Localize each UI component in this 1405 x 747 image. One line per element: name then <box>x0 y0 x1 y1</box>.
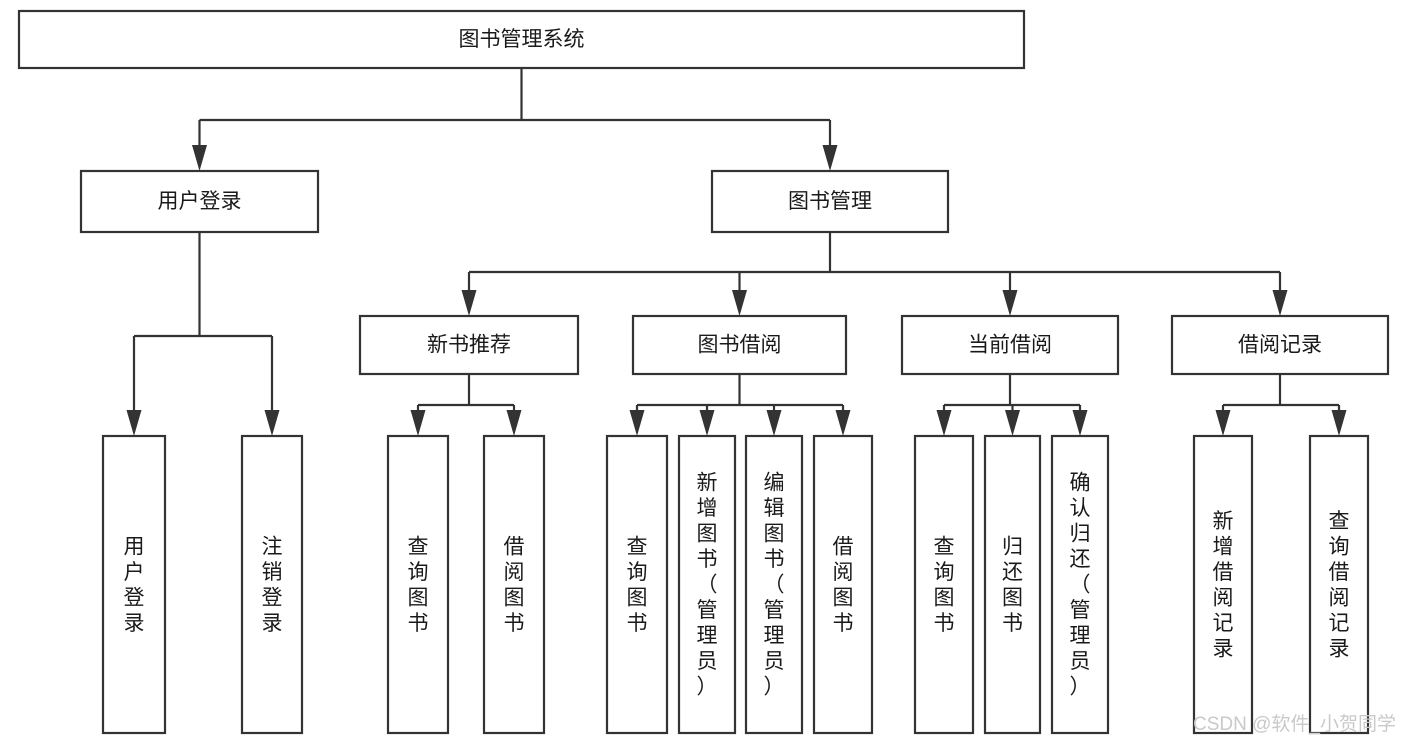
node-box-rect <box>913 434 975 735</box>
node-book-manage[interactable]: 图书管理 <box>710 169 950 234</box>
node-box-rect <box>900 314 1120 376</box>
node-leaf-query-record[interactable]: 查询借阅记录 <box>1308 434 1370 735</box>
node-leaf-borrow-book-1[interactable]: 借阅图书 <box>482 434 546 735</box>
node-label: 借阅图书 <box>504 535 525 635</box>
node-label: 确认归还（管理员） <box>1070 472 1091 699</box>
node-box-rect <box>240 434 304 735</box>
node-leaf-edit-book[interactable]: 编辑图书（管理员） <box>744 434 804 735</box>
arrow-head-icon <box>1002 290 1018 316</box>
node-label: 查询借阅记录 <box>1329 510 1350 661</box>
node-box-rect <box>812 434 874 735</box>
arrow-head-icon <box>1331 410 1347 436</box>
arrow-head-icon <box>1072 410 1088 436</box>
node-box-rect <box>631 314 848 376</box>
node-current-borrow[interactable]: 当前借阅 <box>900 314 1120 376</box>
arrow-head-icon <box>126 410 142 436</box>
arrow-head-icon <box>732 290 747 316</box>
arrow-head-icon <box>936 410 952 436</box>
node-label: 归还图书 <box>1002 535 1023 635</box>
node-label: 查询图书 <box>627 535 648 635</box>
node-leaf-confirm-return[interactable]: 确认归还（管理员） <box>1050 434 1110 735</box>
node-box-rect <box>1192 434 1254 735</box>
node-borrow-record[interactable]: 借阅记录 <box>1170 314 1390 376</box>
node-box-rect <box>677 434 737 735</box>
node-box-rect <box>983 434 1042 735</box>
node-label: 借阅图书 <box>833 535 854 635</box>
node-box-rect <box>1308 434 1370 735</box>
node-box-rect <box>101 434 167 735</box>
node-leaf-query-book-1[interactable]: 查询图书 <box>386 434 450 735</box>
node-label: 借阅记录 <box>1238 334 1322 357</box>
node-label: 查询图书 <box>934 535 955 635</box>
node-label: 新增借阅记录 <box>1213 510 1234 661</box>
arrow-head-icon <box>629 410 645 436</box>
arrow-head-icon <box>1272 290 1288 316</box>
node-leaf-query-book-3[interactable]: 查询图书 <box>913 434 975 735</box>
arrow-head-icon <box>822 145 838 171</box>
arrow-head-icon <box>835 410 851 436</box>
arrow-head-icon <box>192 145 207 171</box>
node-label: 编辑图书（管理员） <box>764 472 785 699</box>
node-label: 用户登录 <box>158 190 242 213</box>
arrow-head-icon <box>699 410 715 436</box>
node-user-login[interactable]: 用户登录 <box>79 169 320 234</box>
node-label: 图书借阅 <box>698 334 782 357</box>
node-label: 当前借阅 <box>968 334 1052 357</box>
node-label: 用户登录 <box>124 535 145 635</box>
node-box-rect <box>1050 434 1110 735</box>
node-box-rect <box>358 314 580 376</box>
arrow-head-icon <box>766 410 782 436</box>
node-leaf-add-record[interactable]: 新增借阅记录 <box>1192 434 1254 735</box>
node-box-rect <box>710 169 950 234</box>
node-new-book-recommend[interactable]: 新书推荐 <box>358 314 580 376</box>
node-book-borrow[interactable]: 图书借阅 <box>631 314 848 376</box>
node-leaf-return-book[interactable]: 归还图书 <box>983 434 1042 735</box>
node-leaf-query-book-2[interactable]: 查询图书 <box>605 434 669 735</box>
arrow-head-icon <box>264 410 280 436</box>
arrow-head-icon <box>1005 410 1020 436</box>
node-box-rect <box>605 434 669 735</box>
node-box-rect <box>1170 314 1390 376</box>
node-leaf-user-login[interactable]: 用户登录 <box>101 434 167 735</box>
node-box-rect <box>386 434 450 735</box>
node-leaf-add-book[interactable]: 新增图书（管理员） <box>677 434 737 735</box>
node-label: 新增图书（管理员） <box>697 472 718 699</box>
arrow-head-icon <box>461 290 477 316</box>
csdn-watermark: CSDN @软件_小贺同学 <box>1193 713 1396 735</box>
boxes-layer: 图书管理系统用户登录图书管理新书推荐图书借阅当前借阅借阅记录用户登录注销登录查询… <box>17 9 1390 735</box>
node-label: 图书管理 <box>788 190 872 213</box>
node-box-rect <box>482 434 546 735</box>
arrow-head-icon <box>410 410 426 436</box>
node-label: 图书管理系统 <box>459 28 585 51</box>
arrow-head-icon <box>506 410 522 436</box>
node-label: 新书推荐 <box>427 334 511 357</box>
arrow-head-icon <box>1215 410 1231 436</box>
node-leaf-user-logout[interactable]: 注销登录 <box>240 434 304 735</box>
node-label: 注销登录 <box>262 535 283 635</box>
node-leaf-borrow-book-2[interactable]: 借阅图书 <box>812 434 874 735</box>
connectors-layer <box>126 68 1347 436</box>
node-label: 查询图书 <box>408 535 429 635</box>
node-box-rect <box>744 434 804 735</box>
node-root[interactable]: 图书管理系统 <box>17 9 1026 70</box>
node-box-rect <box>79 169 320 234</box>
node-box-rect <box>17 9 1026 70</box>
